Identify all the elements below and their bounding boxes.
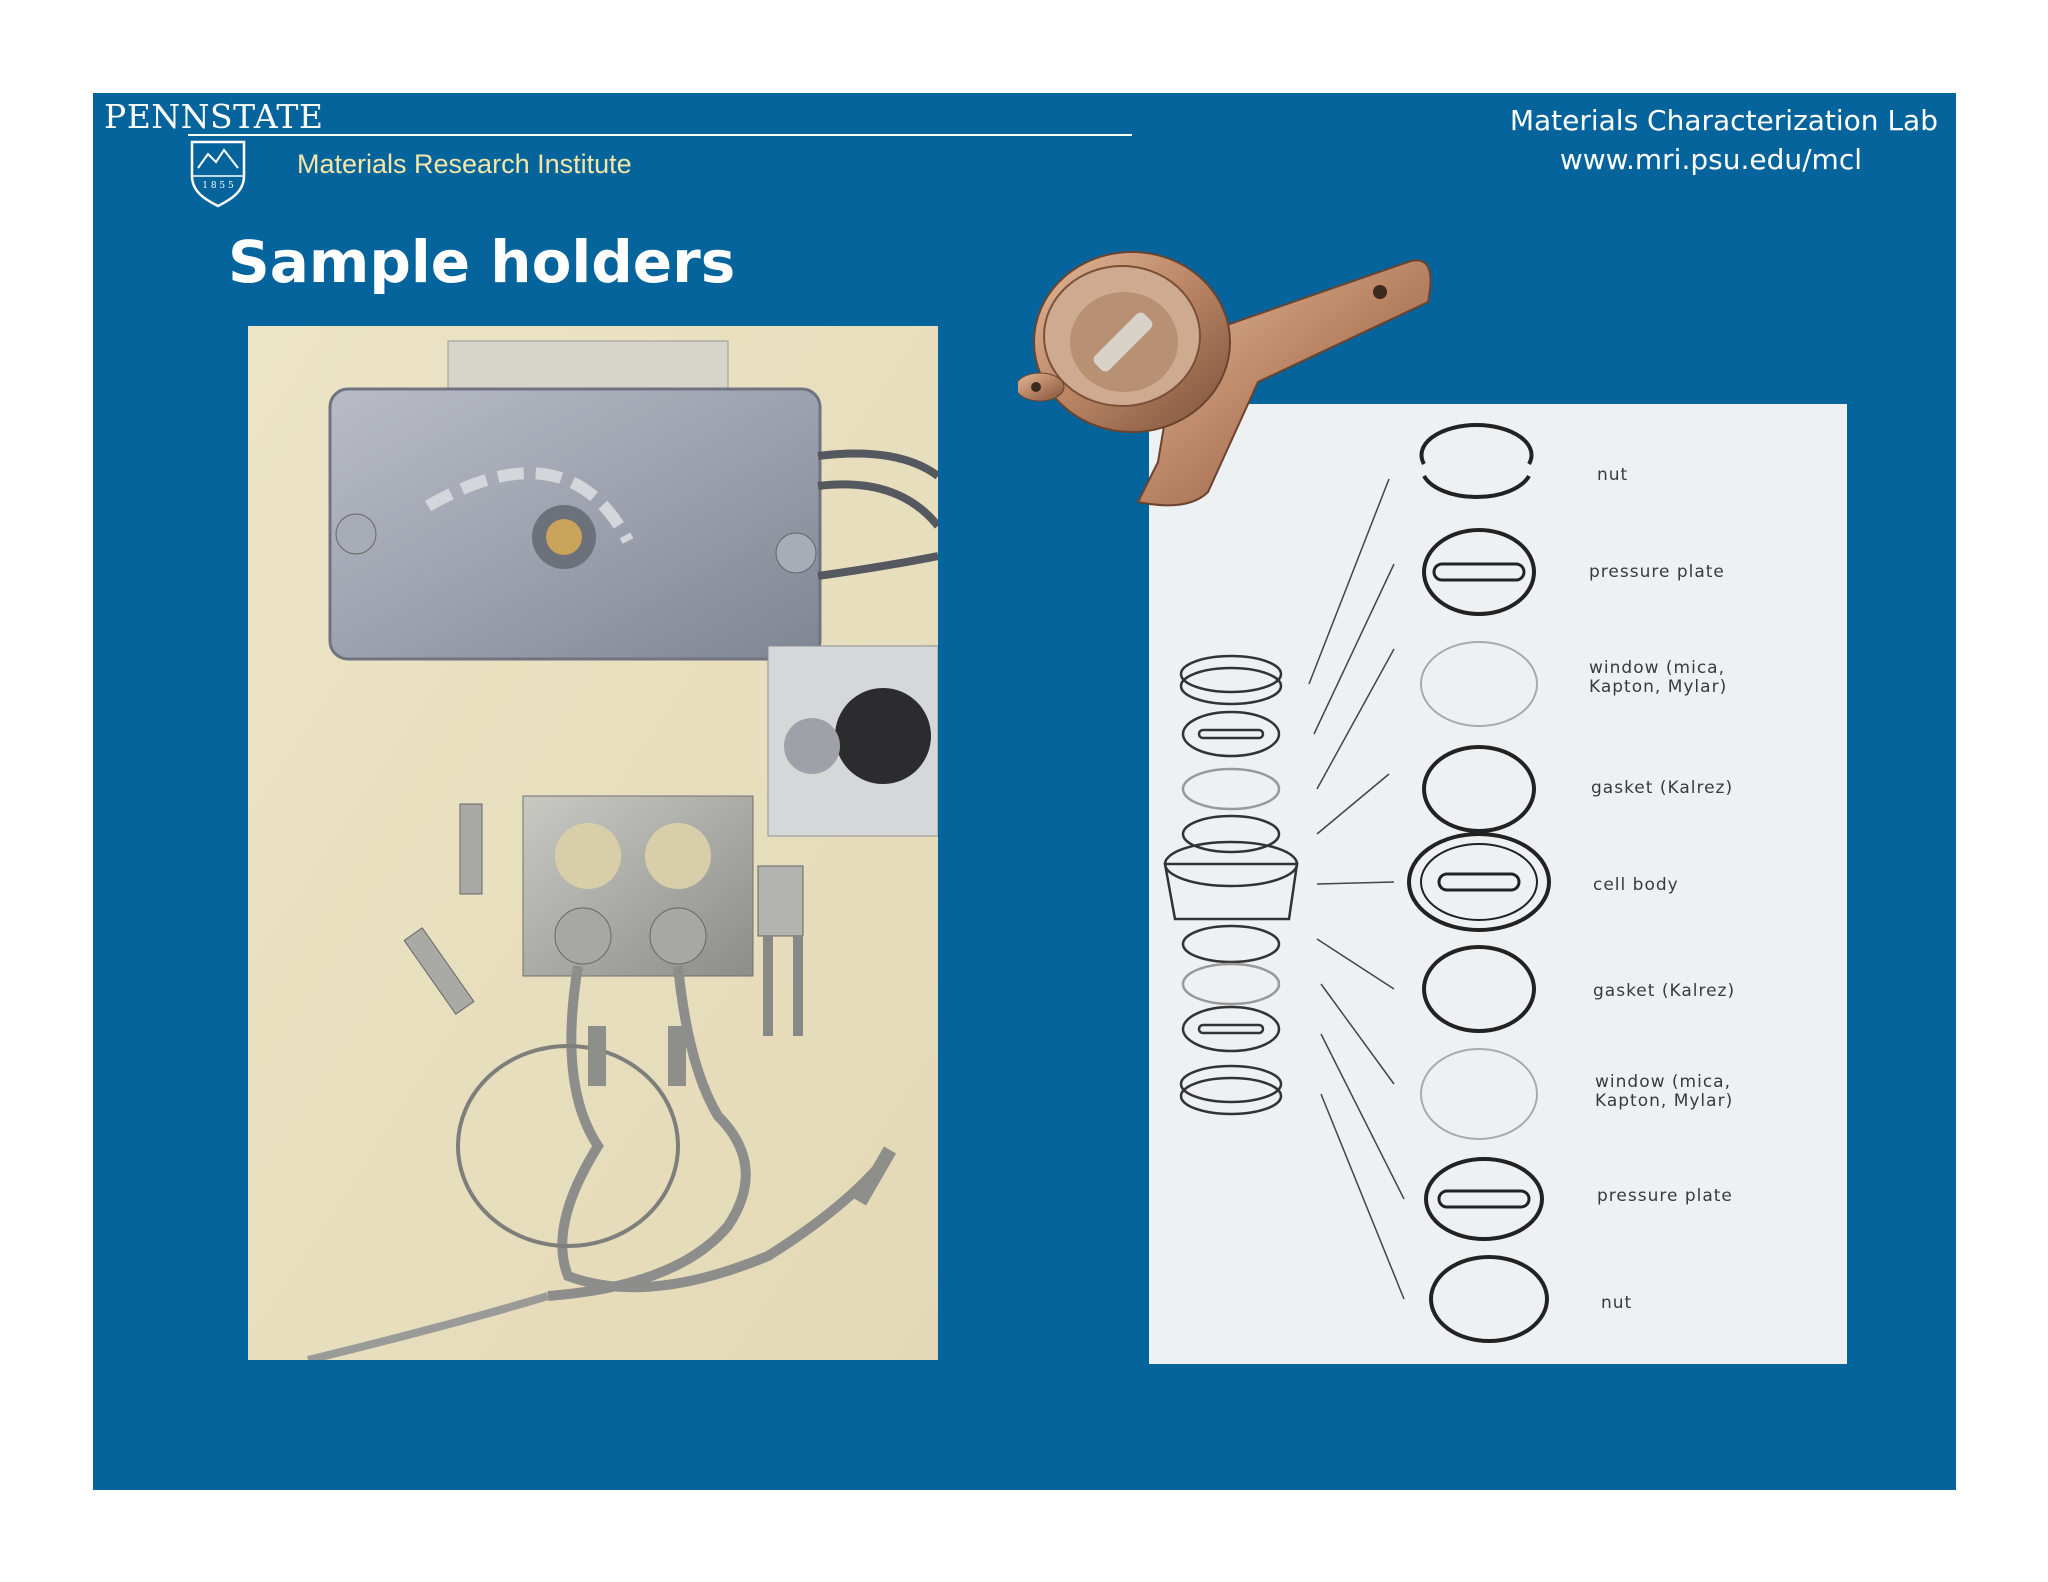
lab-name: Materials Characterization Lab	[1509, 104, 1938, 137]
slide-title: Sample holders	[228, 228, 736, 296]
cell-exploded-diagram	[1149, 404, 1847, 1364]
bronze-sample-cell-image	[1018, 251, 1432, 507]
part-label-gasket-top: gasket (Kalrez)	[1591, 778, 1734, 798]
part-label-window-bottom: window (mica, Kapton, Mylar)	[1595, 1072, 1734, 1111]
part-label-cell-body: cell body	[1593, 875, 1679, 895]
pennstate-shield-icon: 1 8 5 5	[190, 140, 246, 208]
pennstate-logo-text: PENNSTATE	[104, 97, 324, 136]
institute-name: Materials Research Institute	[297, 149, 632, 179]
lab-url: www.mri.psu.edu/mcl	[1559, 143, 1862, 176]
part-label-nut-bottom: nut	[1601, 1293, 1633, 1313]
founded-year: 1 8 5 5	[202, 181, 234, 191]
part-label-nut-top: nut	[1597, 465, 1629, 485]
header-divider	[188, 134, 1132, 136]
part-label-pressure-plate-bottom: pressure plate	[1597, 1186, 1733, 1206]
part-label-pressure-plate-top: pressure plate	[1589, 562, 1725, 582]
part-label-gasket-bottom: gasket (Kalrez)	[1593, 981, 1736, 1001]
part-label-window-top: window (mica, Kapton, Mylar)	[1589, 658, 1728, 697]
sample-holders-photo	[248, 326, 938, 1360]
